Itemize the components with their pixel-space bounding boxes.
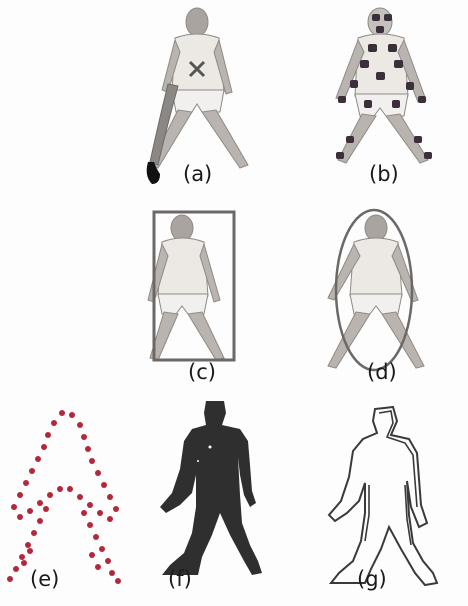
panel-label-f: (f) <box>168 567 192 591</box>
panel-label-a: (a) <box>183 162 212 186</box>
panel-label-c: (c) <box>188 360 216 384</box>
point-contour <box>0 405 135 600</box>
panel-label-d: (d) <box>367 360 397 384</box>
panel-e-point-silhouette <box>0 405 135 600</box>
panel-label-e: (e) <box>30 567 59 591</box>
panel-f-filled-silhouette <box>140 395 290 600</box>
panel-label-b: (b) <box>369 162 399 186</box>
panel-label-g: (g) <box>357 567 387 591</box>
silhouette <box>140 395 290 600</box>
